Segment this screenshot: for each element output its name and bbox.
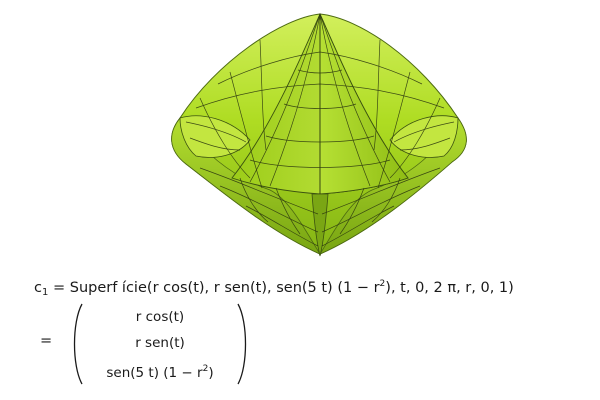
- vector-entry-2: r sen(t): [135, 335, 185, 351]
- right-paren-icon: [237, 303, 247, 385]
- surface-command-line: c1 = Superf ície(r cos(t), r sen(t), sen…: [34, 279, 514, 298]
- object-subscript: 1: [41, 287, 49, 298]
- object-name: c: [34, 280, 42, 296]
- vector-entry-3: sen(5 t) (1 − r2): [106, 356, 213, 386]
- vector-entries: r cos(t) r sen(t) sen(5 t) (1 − r2): [86, 304, 234, 386]
- command-name: Superf ície: [69, 280, 147, 296]
- formula-equals: =: [52, 280, 66, 296]
- vector-entry-1: r cos(t): [135, 309, 185, 325]
- entry-3-exponent: 2: [202, 364, 209, 374]
- surface-bottom-spike: [311, 193, 329, 257]
- arg-z-start: sen(5 t) (1 − r: [276, 280, 380, 296]
- arg-x: r cos(t): [152, 280, 205, 296]
- result-equals: =: [40, 333, 53, 349]
- arg-z-exponent: 2: [379, 279, 386, 289]
- entry-3-end: ): [208, 365, 214, 381]
- surface-plot: [171, 12, 467, 257]
- trailing-args: , t, 0, 2 π, r, 0, 1): [390, 280, 514, 296]
- arg-y: r sen(t): [213, 280, 267, 296]
- result-vector: r cos(t) r sen(t) sen(5 t) (1 − r2): [70, 302, 250, 386]
- surface-mesh: [185, 13, 455, 247]
- entry-3-start: sen(5 t) (1 − r: [106, 365, 203, 381]
- surface-left-lobe: [179, 115, 251, 158]
- surface-central-petal-right: [319, 13, 409, 195]
- left-paren-icon: [73, 303, 83, 385]
- surface-right-lobe: [389, 115, 459, 158]
- arg-z-end: ): [385, 280, 391, 296]
